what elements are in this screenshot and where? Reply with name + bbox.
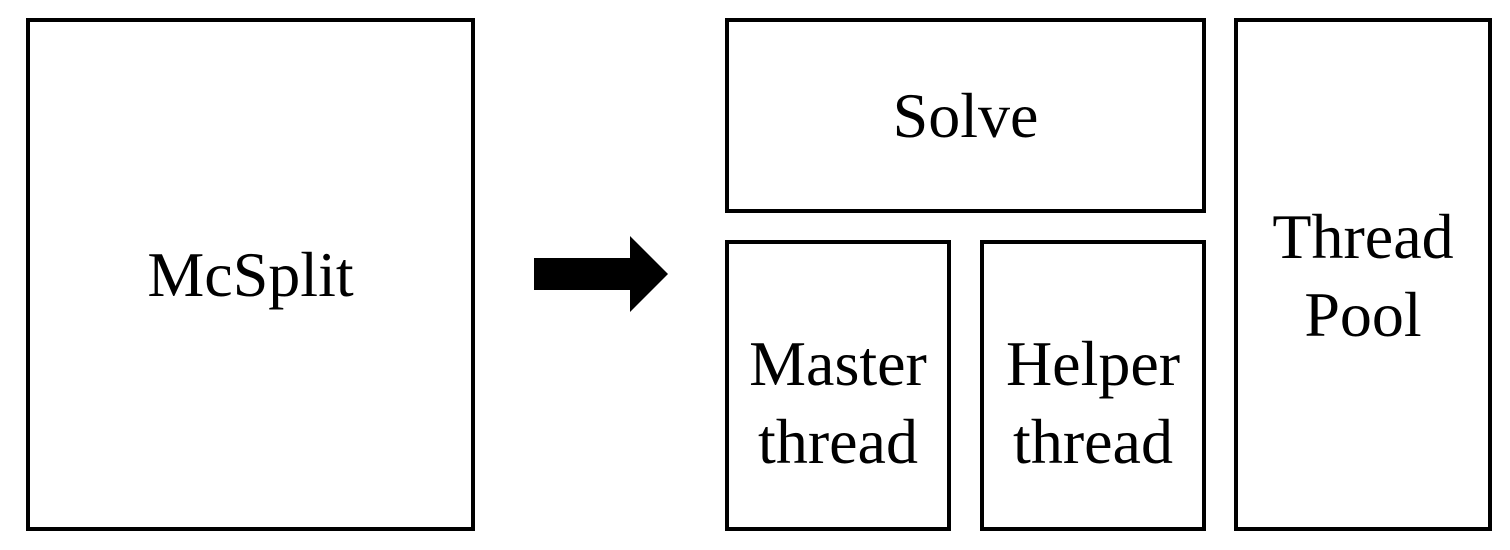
helper-thread-box: Helper thread — [980, 240, 1206, 531]
solve-label: Solve — [892, 79, 1039, 151]
right-arrow-icon — [534, 236, 668, 312]
thread-pool-label: Thread Pool — [1272, 201, 1454, 350]
master-thread-box: Master thread — [725, 240, 951, 531]
mcsplit-label: McSplit — [147, 238, 354, 310]
solve-box: Solve — [725, 18, 1206, 213]
mcsplit-box: McSplit — [26, 18, 475, 531]
thread-pool-box: Thread Pool — [1234, 18, 1492, 531]
master-thread-label: Master thread — [749, 327, 927, 477]
helper-thread-label: Helper thread — [1005, 327, 1181, 477]
